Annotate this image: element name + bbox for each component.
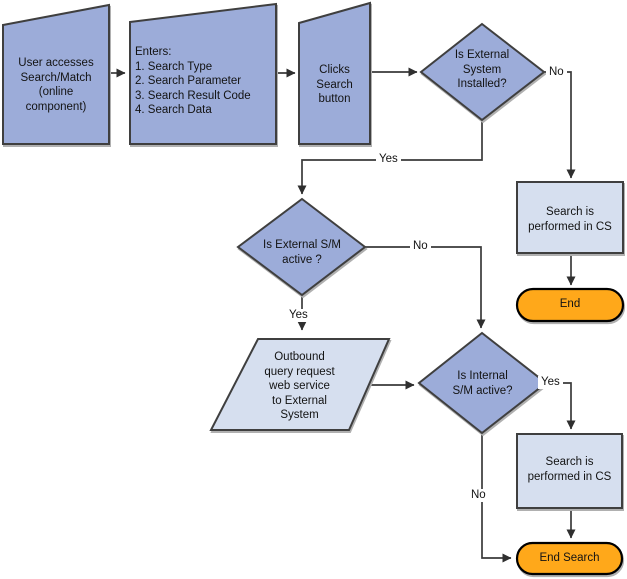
decision-external-sm-active-shape	[236, 197, 367, 297]
node-search-cs-top-shape	[516, 181, 624, 254]
connector-ext-installed-no	[544, 71, 576, 179]
node-clicks-search-shape	[298, 1, 371, 145]
node-search-cs-bottom-shape	[516, 433, 623, 509]
decision-external-installed-shape	[419, 22, 546, 122]
decision-internal-sm-active-shape	[417, 331, 548, 435]
node-enters-shape	[129, 2, 277, 145]
terminator-end-shape	[515, 287, 625, 323]
connector-int-sm-yes	[545, 382, 576, 430]
node-user-access-shape	[2, 3, 110, 145]
node-outbound-query-shape	[209, 338, 391, 431]
connector-ext-sm-no	[365, 246, 486, 329]
terminator-end-search-shape	[515, 541, 624, 576]
connector-int-sm-no	[481, 433, 512, 563]
